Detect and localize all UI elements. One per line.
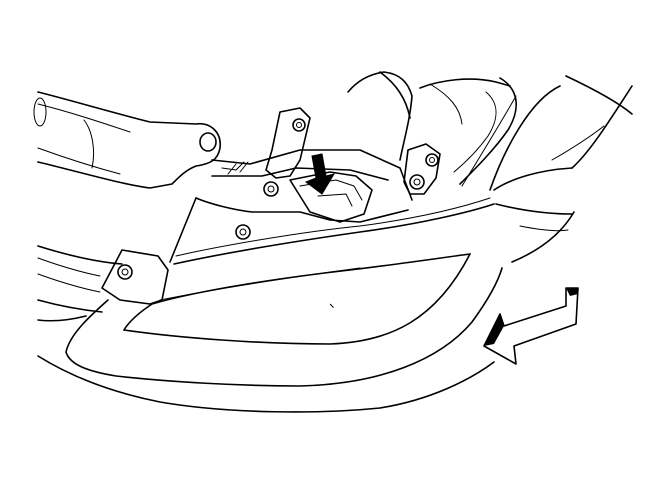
- fog-lamp-bezel: [65, 253, 503, 387]
- view-direction-arrow: [483, 287, 579, 365]
- upper-fascia: [347, 71, 633, 191]
- fog-lamp-housing: [169, 149, 495, 265]
- lower-bracket: [101, 249, 169, 305]
- bolt-icon: [263, 181, 279, 197]
- bolt-icon: [409, 174, 425, 190]
- upper-bracket: [263, 107, 441, 197]
- bolt-icon: [292, 118, 306, 132]
- bumper-reinforcement: [33, 91, 221, 189]
- lower-fascia: [37, 203, 575, 413]
- bolt-icon: [117, 264, 133, 280]
- bolt-icon: [235, 224, 251, 240]
- bolt-icon: [425, 153, 439, 167]
- lower-bumper-edge: [37, 245, 123, 322]
- callout-arrow: [304, 153, 336, 195]
